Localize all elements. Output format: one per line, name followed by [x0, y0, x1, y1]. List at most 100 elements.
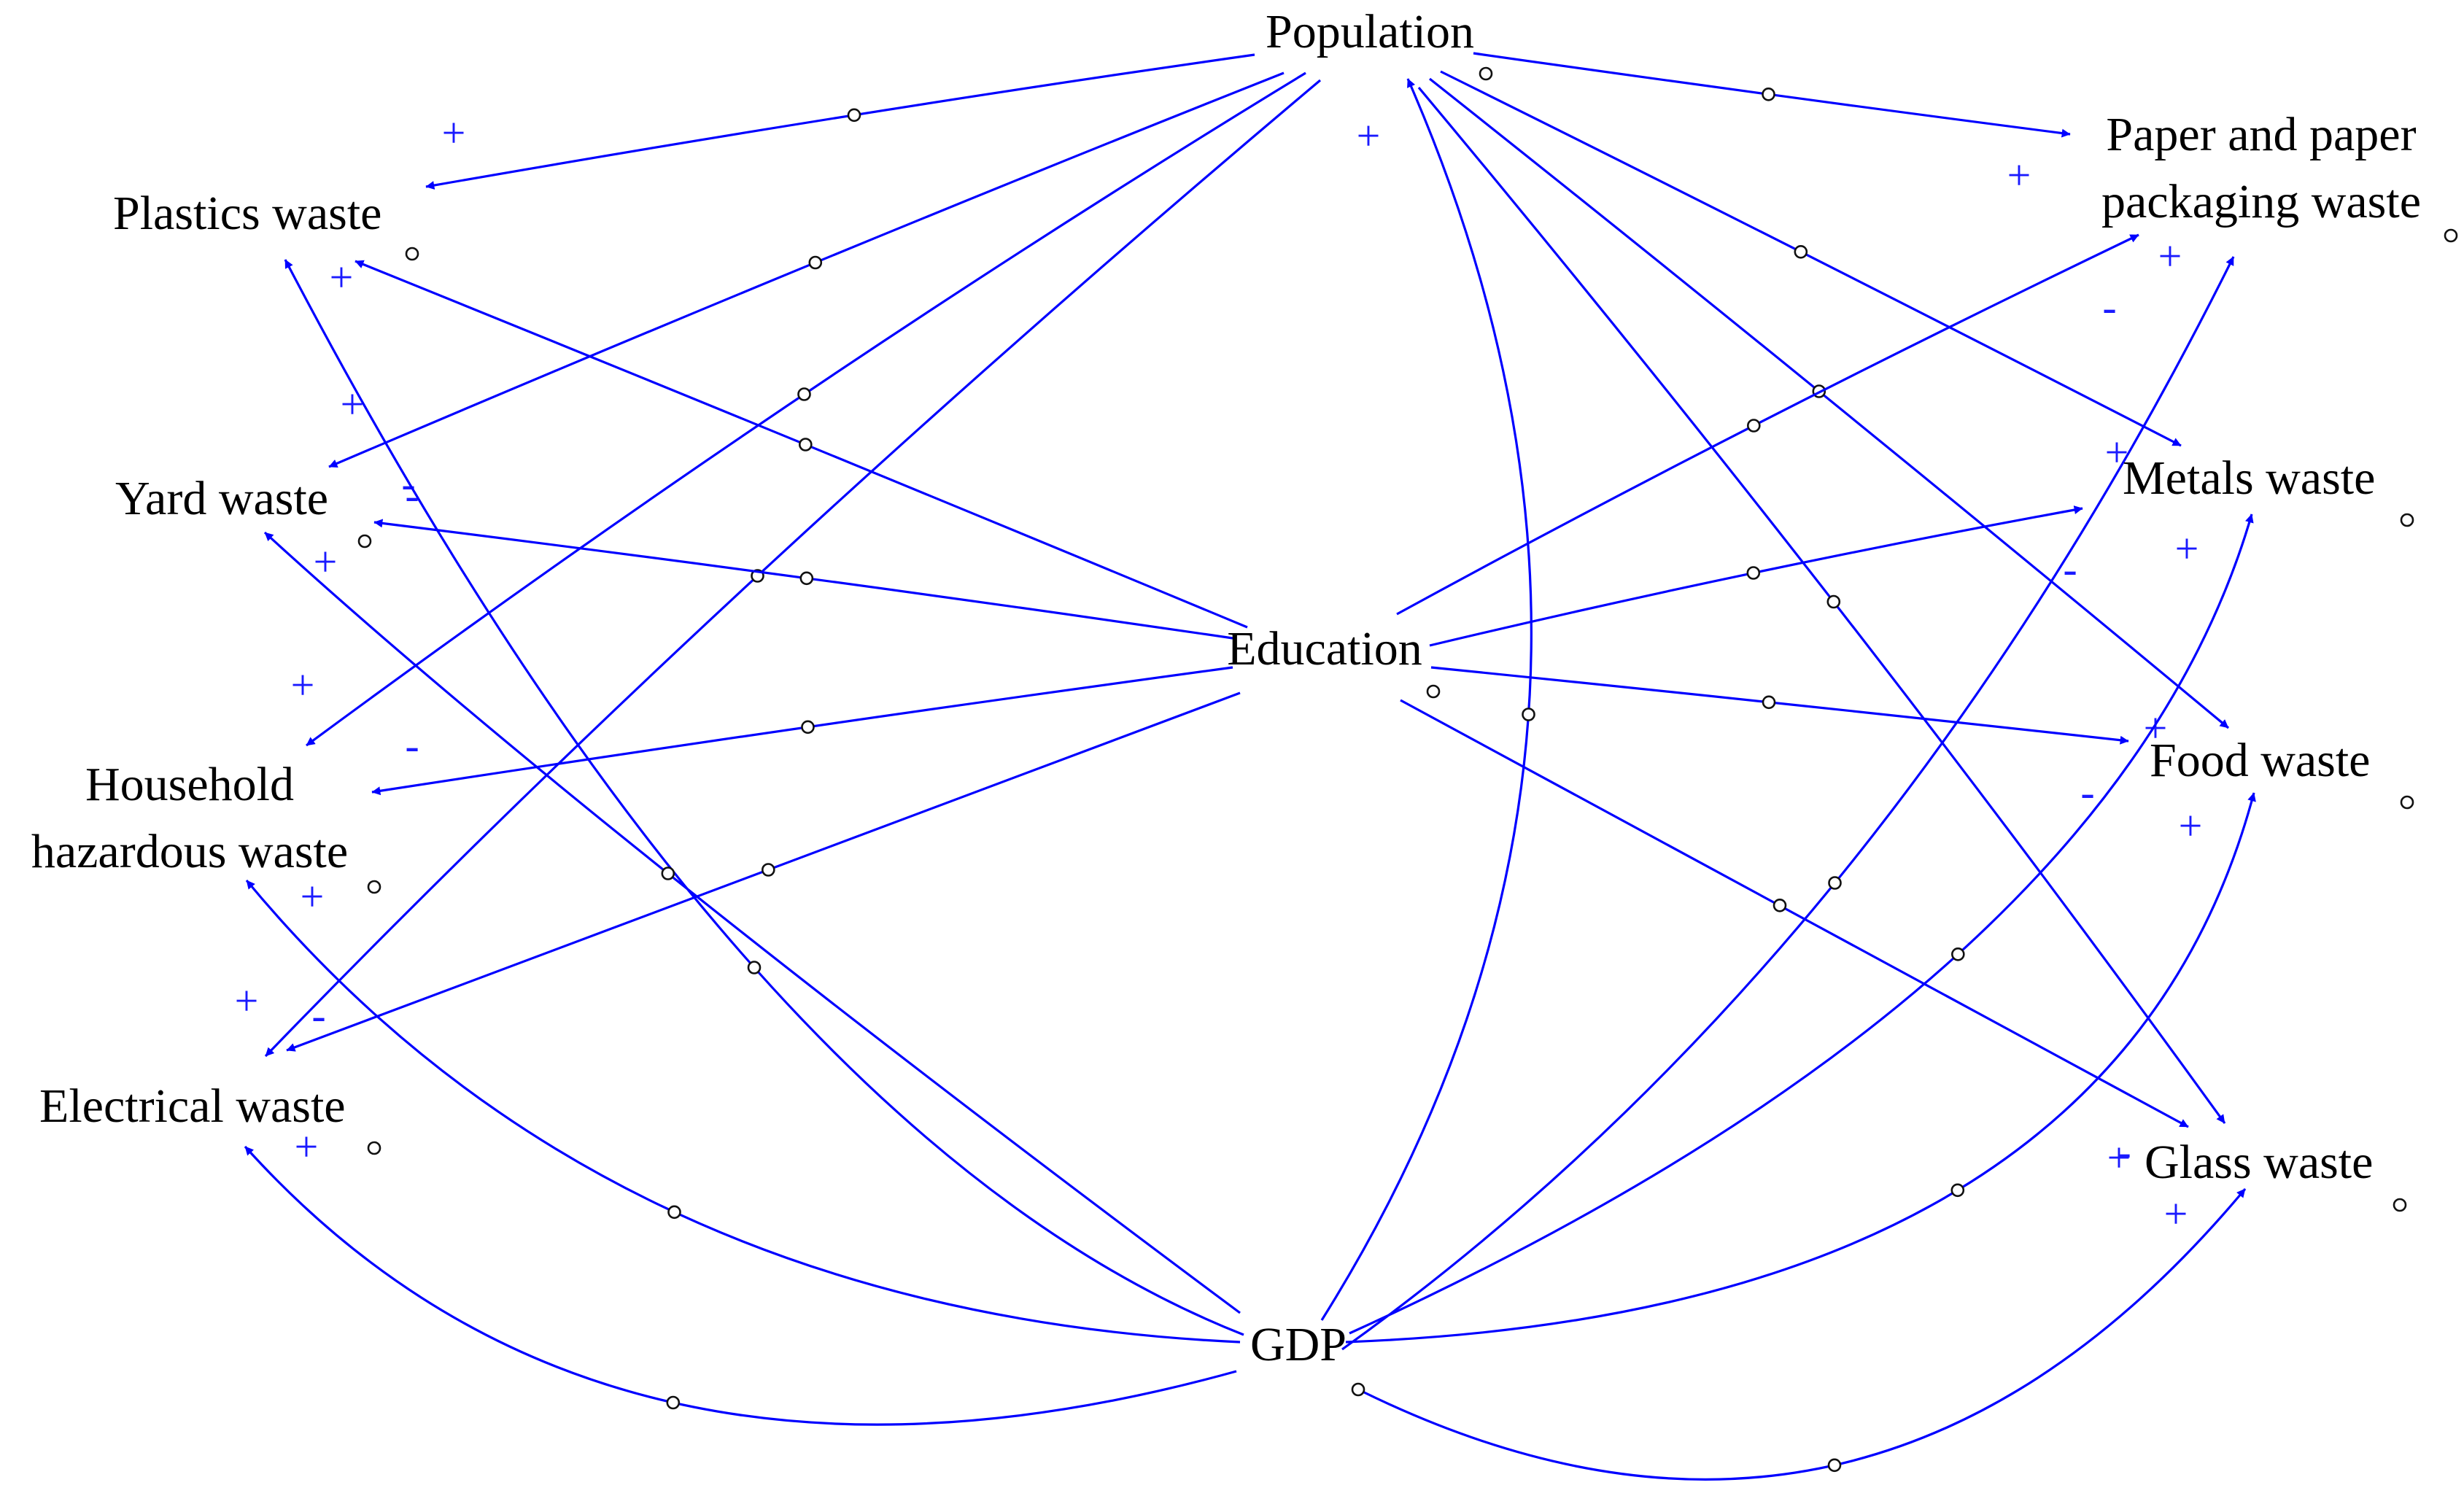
link-midpoint-handle — [1747, 419, 1761, 433]
arrow-line — [425, 53, 1255, 190]
node-label: Glass waste — [2145, 1136, 2373, 1189]
link-population-to-electrical: + — [235, 79, 1322, 1058]
node-label: Plastics waste — [113, 187, 381, 240]
link-population-to-plastics: + — [425, 53, 1255, 190]
node-metals: Metals waste — [2123, 451, 2414, 527]
link-gdp-to-paper: + — [1341, 232, 2235, 1351]
link-midpoint-handle — [762, 863, 775, 877]
link-gdp-to-food: + — [1345, 792, 2256, 1344]
arrow-line — [245, 879, 1241, 1344]
polarity-sign: + — [442, 109, 466, 156]
node-label-line: Glass waste — [2145, 1136, 2373, 1189]
link-education-to-yard: - — [373, 460, 1233, 640]
link-education-to-electrical: - — [286, 691, 1241, 1052]
node-electrical: Electrical waste — [39, 1079, 381, 1155]
arrow-line — [1396, 233, 2139, 616]
link-midpoint-handle — [847, 108, 861, 123]
arrow-line — [306, 71, 1306, 747]
polarity-sign: - — [405, 721, 419, 769]
node-gdp: GDP — [1250, 1318, 1365, 1397]
link-gdp-to-glass: + — [1357, 1187, 2247, 1481]
node-corner-marker — [2393, 1198, 2407, 1212]
link-gdp-to-household: + — [245, 872, 1241, 1344]
node-paper: Paper and paper packaging waste — [2101, 108, 2458, 243]
node-corner-marker — [2400, 795, 2414, 810]
node-label-line: Electrical waste — [39, 1079, 346, 1133]
link-midpoint-handle — [747, 961, 762, 974]
node-label-line: hazardous waste — [31, 825, 348, 878]
link-midpoint-handle — [1762, 88, 1775, 101]
arrow-line — [263, 531, 1241, 1314]
link-population-to-glass: + — [1417, 86, 2226, 1181]
node-label-line: Plastics waste — [113, 187, 381, 240]
node-food: Food waste — [2150, 734, 2414, 810]
node-label-line: Yard waste — [115, 472, 328, 525]
node-label-line: Population — [1266, 5, 1474, 58]
link-midpoint-handle — [1828, 876, 1842, 890]
node-label: Education — [1227, 622, 1422, 675]
polarity-sign: + — [2164, 1190, 2188, 1237]
link-midpoint-handle — [1746, 566, 1761, 580]
node-corner-marker — [1351, 1382, 1365, 1397]
polarity-sign: + — [1357, 112, 1381, 159]
link-midpoint-handle — [1827, 1458, 1842, 1473]
links-layer: ++++++++--------+++++++++ — [235, 52, 2256, 1481]
polarity-sign: + — [295, 1123, 319, 1170]
node-label: Electrical waste — [39, 1079, 346, 1133]
node-plastics: Plastics waste — [113, 187, 419, 261]
link-gdp-to-population: + — [1320, 78, 1535, 1321]
link-midpoint-handle — [799, 438, 813, 451]
link-gdp-to-electrical: + — [244, 1123, 1237, 1426]
polarity-sign: + — [2158, 232, 2182, 279]
node-corner-marker — [2444, 228, 2458, 243]
polarity-sign: - — [2102, 283, 2116, 330]
link-education-to-glass: - — [1400, 699, 2189, 1175]
polarity-sign: - — [2117, 1128, 2131, 1175]
link-population-to-yard: + — [328, 71, 1285, 468]
polarity-sign: + — [2179, 802, 2203, 849]
polarity-sign: + — [301, 872, 325, 920]
node-label-line: Paper and paper — [2106, 108, 2416, 161]
link-midpoint-handle — [1951, 947, 1965, 961]
link-education-to-household: - — [371, 666, 1233, 796]
polarity-sign: + — [235, 977, 259, 1024]
node-corner-marker — [357, 534, 372, 549]
polarity-sign: + — [2175, 524, 2199, 572]
node-corner-marker — [405, 247, 419, 261]
link-midpoint-handle — [1950, 1183, 1965, 1198]
arrow-line — [1417, 86, 2226, 1124]
node-yard: Yard waste — [115, 472, 372, 549]
link-midpoint-handle — [1773, 899, 1787, 912]
link-population-to-metals: + — [1440, 70, 2182, 476]
link-midpoint-handle — [661, 867, 675, 880]
arrow-line — [1430, 666, 2129, 745]
link-education-to-plastics: - — [355, 260, 1248, 629]
link-education-to-paper: - — [1396, 233, 2139, 616]
link-population-to-paper: + — [1473, 52, 2071, 198]
node-glass: Glass waste — [2145, 1136, 2407, 1212]
node-corner-marker — [2400, 513, 2414, 527]
link-midpoint-handle — [1522, 708, 1535, 721]
node-label-line: packaging waste — [2101, 175, 2421, 228]
link-midpoint-handle — [1826, 594, 1841, 609]
arrow-line — [1345, 792, 2256, 1344]
link-midpoint-handle — [1762, 695, 1776, 710]
node-label-line: Food waste — [2150, 734, 2370, 787]
link-midpoint-handle — [666, 1395, 681, 1410]
polarity-sign: + — [314, 538, 338, 585]
link-midpoint-handle — [1794, 244, 1808, 259]
node-corner-marker — [367, 1141, 381, 1155]
polarity-sign: + — [2107, 1133, 2131, 1181]
node-label: Metals waste — [2123, 451, 2375, 505]
link-gdp-to-metals: + — [1349, 513, 2254, 1335]
node-label: Food waste — [2150, 734, 2370, 787]
link-midpoint-handle — [808, 255, 823, 270]
node-corner-marker — [367, 880, 381, 894]
link-gdp-to-yard: + — [263, 531, 1241, 1314]
node-corner-marker — [1426, 684, 1441, 699]
polarity-sign: + — [291, 661, 315, 708]
